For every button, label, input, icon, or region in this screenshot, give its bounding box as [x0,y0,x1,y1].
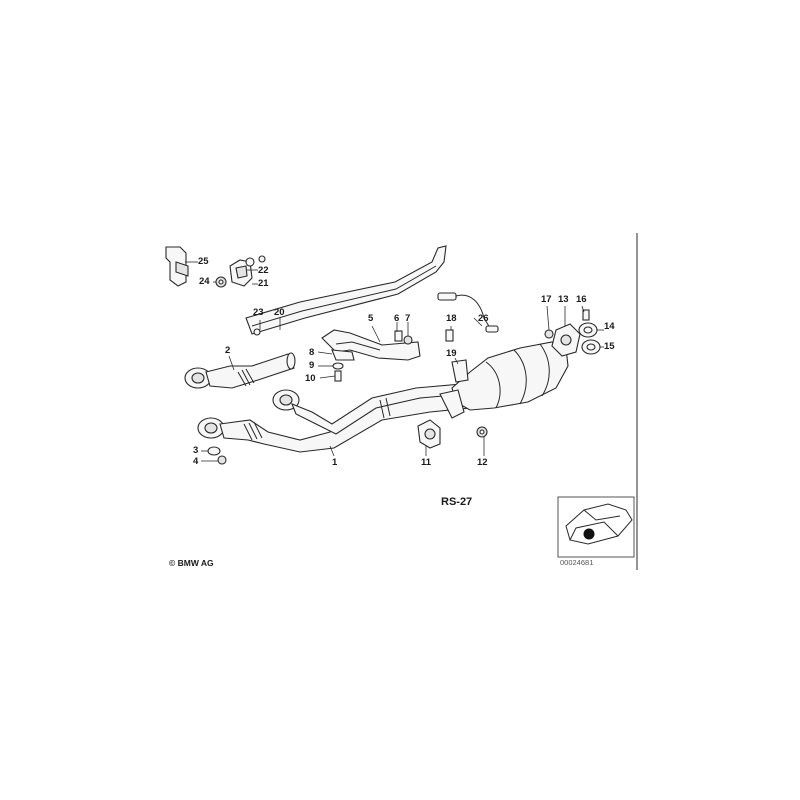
nut-12 [476,426,488,438]
part-number-label: 12 [477,457,488,468]
bolt-16 [582,309,590,321]
part-number-label: 22 [258,265,269,276]
part-number-label: 14 [604,321,615,332]
bracket-21-22 [229,255,266,287]
part-number-label: 19 [446,348,457,359]
part-number-label: 5 [368,313,374,324]
nut-24 [215,276,227,288]
part-number-label: 3 [193,445,199,456]
locator-dot [583,528,595,540]
catalytic-converter [439,341,569,419]
part-number-label: 21 [258,278,269,289]
part-number-label: 26 [478,313,489,324]
washer-9 [332,362,344,370]
hanger-11 [417,419,441,449]
part-number-label: 15 [604,341,615,352]
bracket-19 [451,359,469,383]
diagram-reference: RS-27 [441,496,473,508]
part-number-label: 9 [309,360,315,371]
part-number-label: 4 [193,456,199,467]
gasket-3 [207,446,221,456]
document-id: 00024681 [560,558,594,567]
part-number-label: 24 [199,276,210,287]
front-pipe-1 [197,383,471,453]
nut-4 [217,455,227,465]
bracket-5 [321,329,421,361]
part-number-label: 25 [198,256,209,267]
flange-13 [551,323,581,357]
bolt-6 [394,330,403,342]
part-number-label: 1 [332,457,338,468]
brace-rail-20 [245,245,447,336]
part-number-label: 11 [421,457,432,468]
bracket-25 [165,246,189,287]
clamp-8 [331,349,355,361]
gasket-15 [581,339,601,355]
bolt-18 [445,329,454,342]
part-number-label: 6 [394,313,400,324]
oxygen-sensor-26 [437,292,499,333]
part-number-label: 23 [253,307,264,318]
locator-thumbnail [557,496,635,558]
part-number-label: 16 [576,294,587,305]
leader-lines [185,261,604,462]
part-number-label: 18 [446,313,457,324]
part-number-label: 17 [541,294,552,305]
part-number-label: 13 [558,294,569,305]
front-pipe-2 [184,352,296,389]
part-number-label: 8 [309,347,315,358]
nut-7 [403,335,413,345]
gasket-14 [578,322,598,338]
copyright-notice: © BMW AG [169,558,214,568]
nut-17 [544,329,554,339]
part-number-label: 10 [305,373,316,384]
part-number-label: 20 [274,307,285,318]
part-number-label: 2 [225,345,231,356]
bolt-10 [334,370,342,382]
part-number-label: 7 [405,313,411,324]
